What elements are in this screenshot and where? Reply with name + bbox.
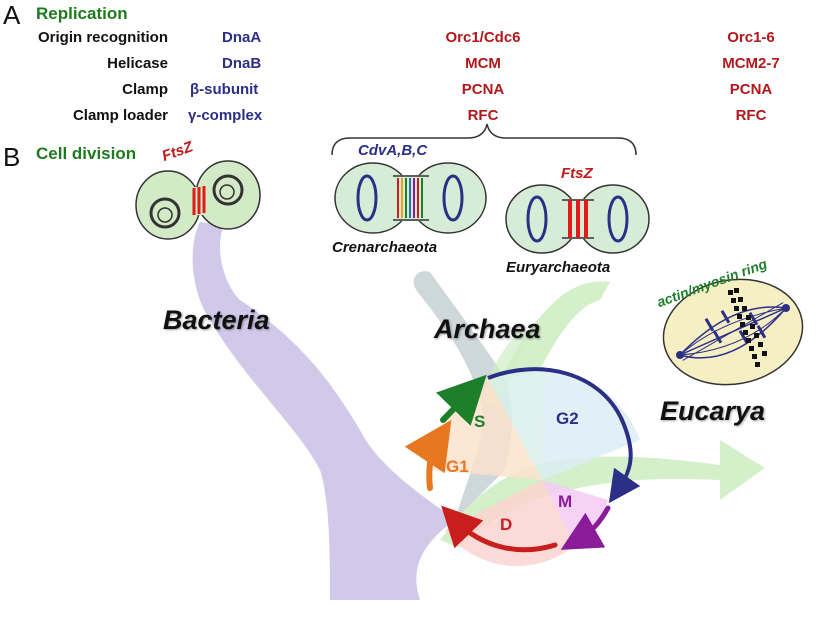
cycle-sector-s <box>488 367 545 480</box>
phase-m-label: M <box>558 492 573 511</box>
eucarya-clamp: PCNA <box>729 81 773 98</box>
row-label-clamp: Clamp <box>122 81 168 98</box>
replication-heading: Replication <box>36 4 128 23</box>
archaea-clamp: PCNA <box>461 81 505 98</box>
row-label-clamp-loader: Clamp loader <box>72 107 168 124</box>
archaea-domain-label: Archaea <box>434 314 541 344</box>
bacteria-clamp: β-subunit <box>190 81 259 98</box>
crenarchaeota-label: Crenarchaeota <box>332 239 438 256</box>
archaea-clamp-loader: RFC <box>467 107 499 124</box>
bacteria-branch <box>192 222 455 600</box>
euryarchaeota-label: Euryarchaeota <box>506 259 611 276</box>
phase-s-label: S <box>474 412 486 431</box>
eucarya-branch <box>440 440 765 548</box>
row-label-origin-recognition: Origin recognition <box>38 29 168 46</box>
arrow-m <box>560 505 611 550</box>
bacteria-dividing-cell <box>135 160 261 240</box>
row-label-helicase: Helicase <box>107 55 168 72</box>
panel-b-letter: B <box>3 142 21 172</box>
phase-g2-label: G2 <box>556 409 579 428</box>
arrow-g2 <box>487 367 641 504</box>
bacteria-helicase: DnaB <box>222 55 262 72</box>
archaea-origin-recognition: Orc1/Cdc6 <box>445 29 521 46</box>
phase-d-label: D <box>500 515 513 534</box>
eucarya-domain-label: Eucarya <box>660 396 766 426</box>
euryarchaeota-ftsz-label: FtsZ <box>561 165 593 182</box>
cell-division-heading: Cell division <box>36 144 137 163</box>
eucarya-dividing-cell <box>662 278 804 386</box>
eucarya-clamp-loader: RFC <box>735 107 767 124</box>
archaea-bracket <box>331 123 637 156</box>
bacteria-clamp-loader: γ-complex <box>188 107 263 124</box>
euryarchaeota-branch <box>500 281 610 380</box>
panel-a-letter: A <box>3 0 21 30</box>
euryarchaeota-dividing-cell <box>505 184 650 254</box>
cycle-sector-g2 <box>542 368 640 480</box>
arrow-d <box>441 505 558 553</box>
eucarya-origin-recognition: Orc1-6 <box>727 29 775 46</box>
bacteria-domain-label: Bacteria <box>163 305 270 335</box>
crenarchaeota-cdv-label: CdvA,B,C <box>358 142 428 159</box>
arrow-s <box>436 374 487 426</box>
crenarchaeota-dividing-cell <box>334 162 487 234</box>
archaea-helicase: MCM <box>465 55 501 72</box>
arrow-g1 <box>404 420 452 491</box>
phase-g1-label: G1 <box>446 457 469 476</box>
bacteria-origin-recognition: DnaA <box>222 29 262 46</box>
eucarya-helicase: MCM2-7 <box>722 55 780 72</box>
